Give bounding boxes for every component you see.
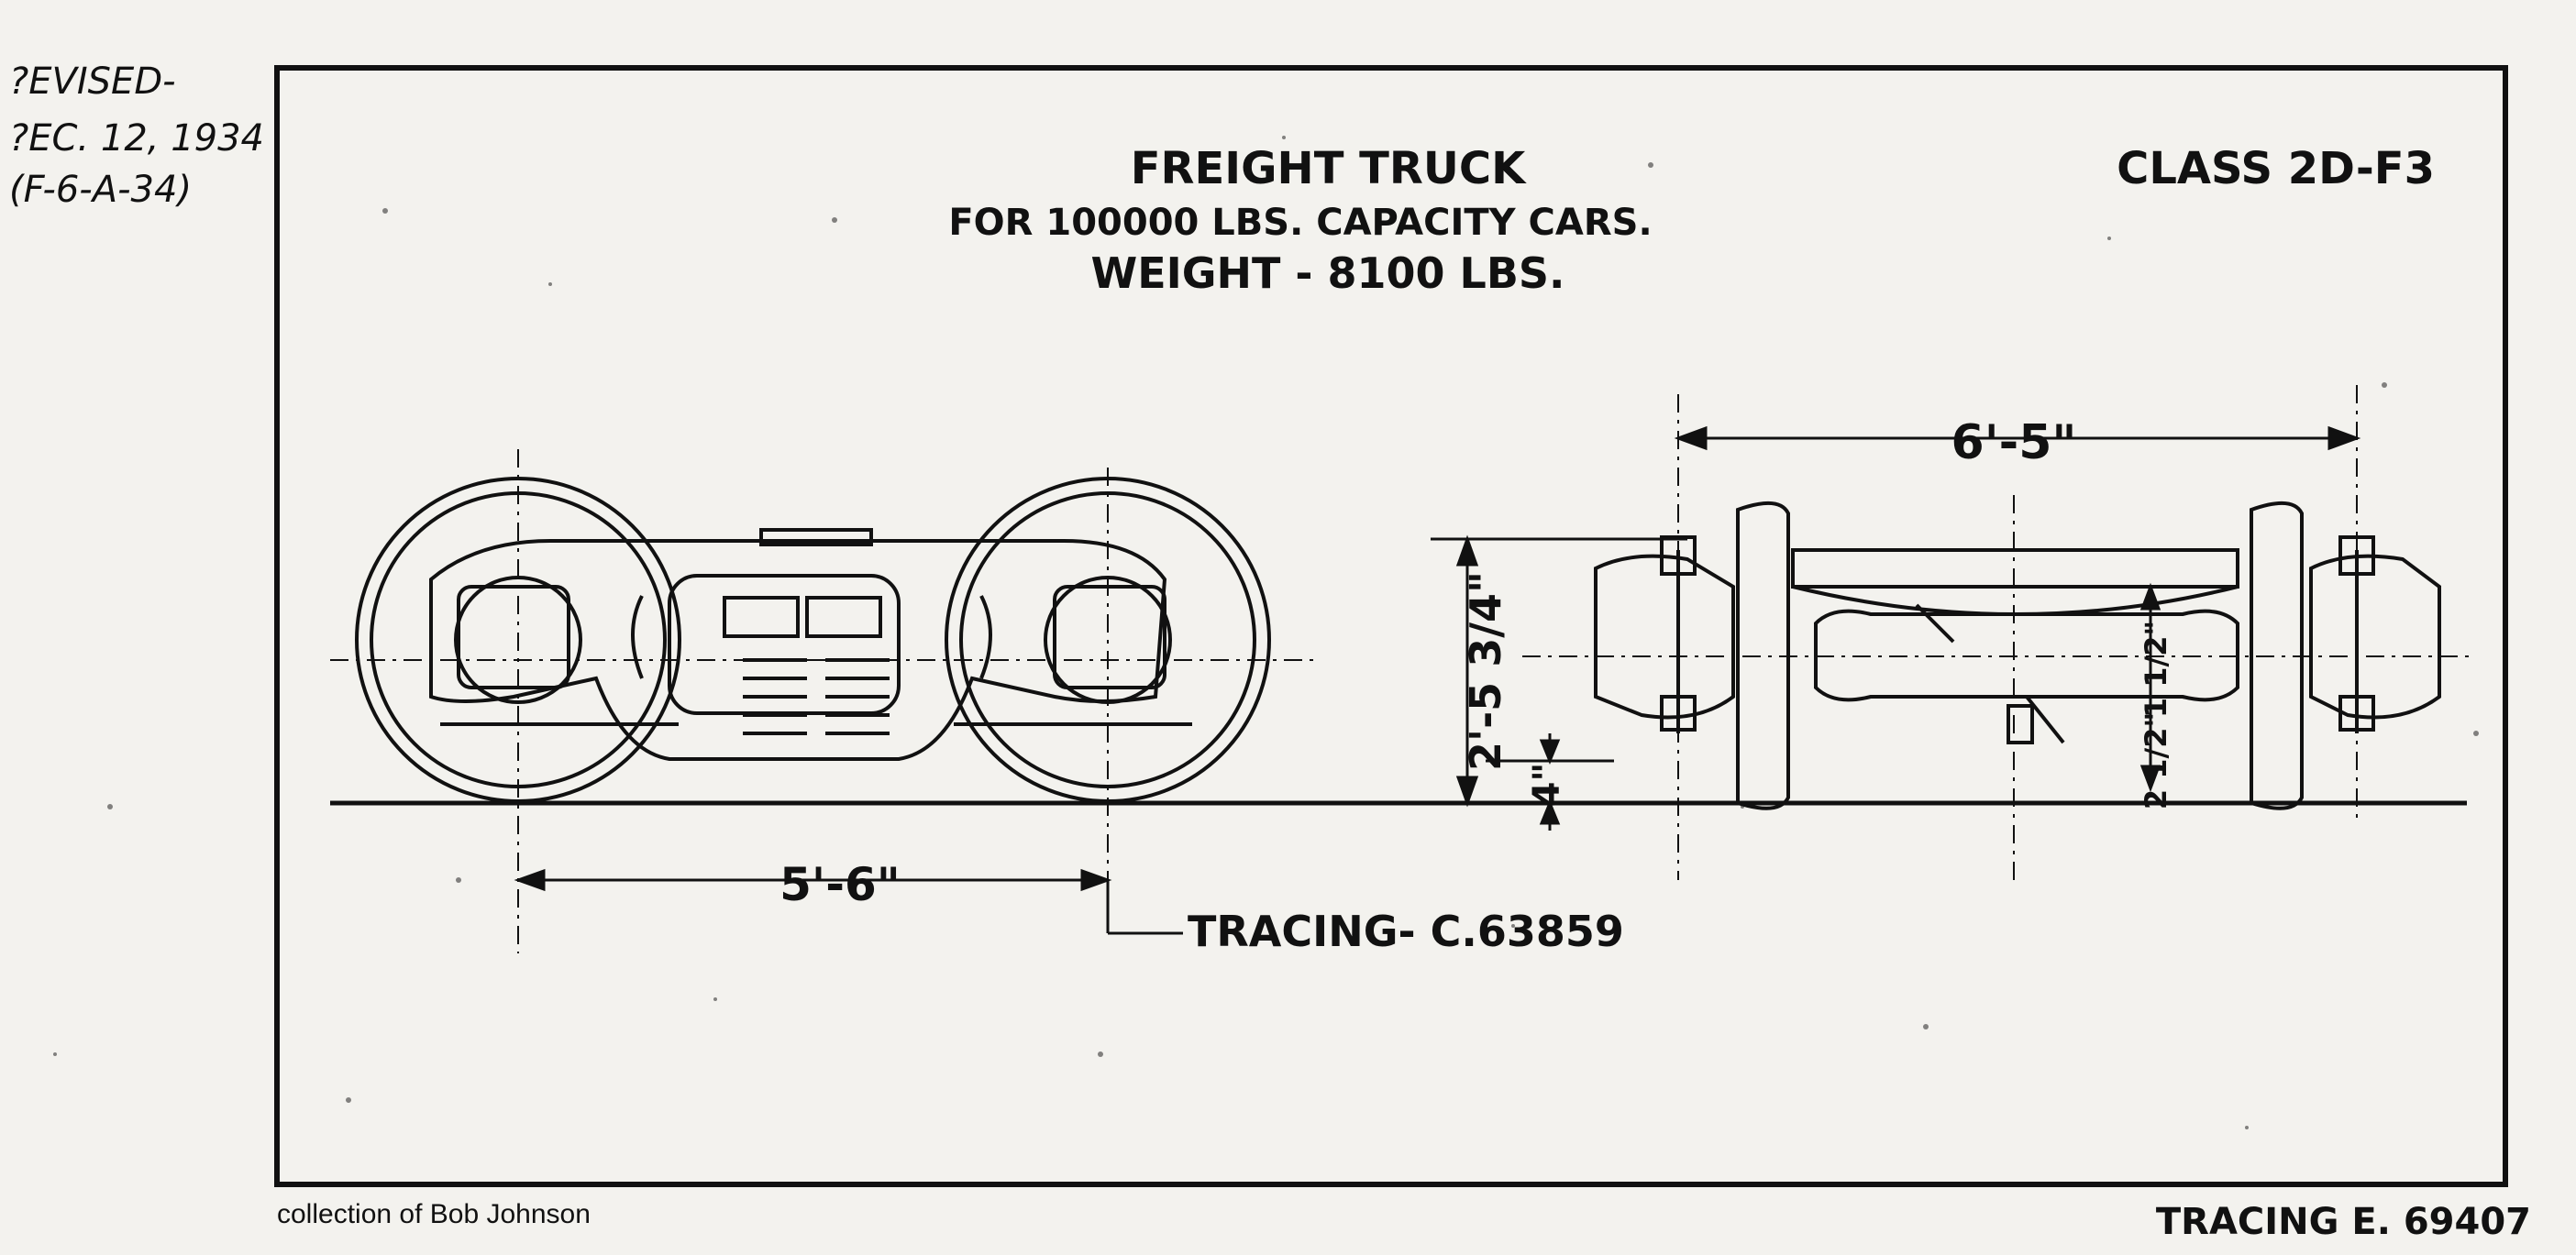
rail-clearance-label: 4" [1526,763,1568,808]
height-label: 2'-5 3/4" [1461,571,1510,771]
revision-line3: (F-6-A-34) [9,169,192,211]
revision-line1: ?EVISED- [9,61,176,103]
wheelbase-label: 5'-6" [779,858,901,911]
axle-b-label: 2 1/2" [2139,712,2173,809]
tracing-number: TRACING E. 69407 [2156,1201,2531,1243]
wheelbase-dimension [514,868,1183,935]
axle-a-label: 1 1/2" [2139,621,2173,718]
drawing-border [274,65,2508,1187]
revision-note: ?EVISED- ?EC. 12, 1934 (F-6-A-34) [9,61,264,211]
revision-line2: ?EC. 12, 1934 [9,117,264,160]
class-label: CLASS 2D-F3 [2117,143,2435,194]
axle-dimensions [2139,582,2161,793]
side-centerlines [330,449,1321,953]
gauge-label: 6'-5" [1951,415,2077,470]
tracing-reference: TRACING- C.63859 [1188,907,1624,956]
title-line1: FREIGHT TRUCK [1131,143,1527,194]
collection-credit: collection of Bob Johnson [277,1199,591,1229]
gauge-dimension [1674,425,2361,451]
title-line2: FOR 100000 LBS. CAPACITY CARS. [948,202,1652,244]
paper-speckles [53,136,2479,1129]
end-centerlines [1522,385,2476,880]
title-line3: WEIGHT - 8100 LBS. [1090,248,1564,298]
height-dimension [1431,534,1687,831]
